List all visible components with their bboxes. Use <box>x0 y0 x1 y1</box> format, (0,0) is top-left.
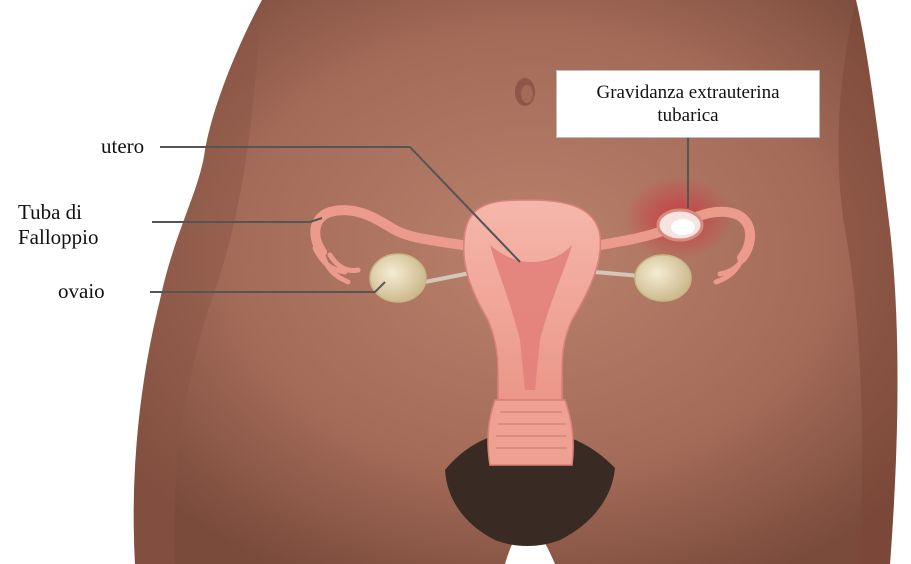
left-ovary <box>370 254 426 302</box>
label-ectopic-pregnancy-box: Gravidanza extrauterina tubarica <box>556 70 820 138</box>
label-ectopic-line1: Gravidanza extrauterina <box>596 81 779 104</box>
label-fallopian-tube-line2: Falloppio <box>18 225 99 250</box>
label-ectopic-line2: tubarica <box>657 104 718 127</box>
label-utero: utero <box>101 134 144 159</box>
label-ovaio: ovaio <box>58 279 105 304</box>
label-fallopian-tube-line1: Tuba di <box>18 200 99 225</box>
label-fallopian-tube: Tuba di Falloppio <box>18 200 99 250</box>
right-ovary <box>635 255 691 301</box>
vaginal-canal <box>488 400 573 465</box>
